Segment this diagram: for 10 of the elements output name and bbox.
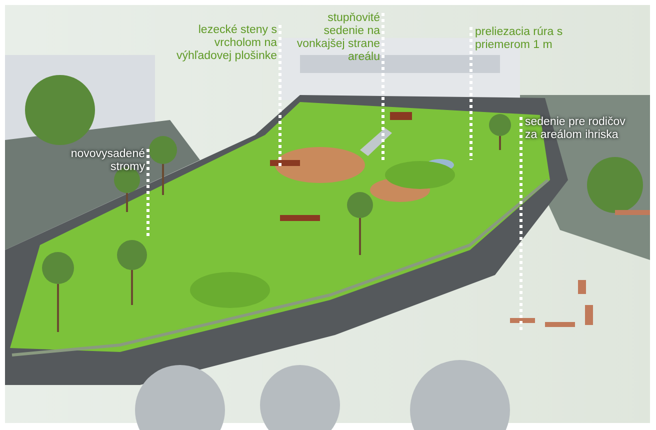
callout-label: preliezacia rúra s priemerom 1 m [475, 26, 571, 52]
leader-line [382, 13, 384, 160]
callout-label: lezecké steny s vrcholom na výhľadovej plošinke [175, 24, 277, 63]
leader-line [520, 117, 522, 330]
callout-label: novovysadené stromy [50, 148, 145, 174]
callout-label: sedenie pre rodičov za areálom ihriska [525, 116, 633, 142]
leader-line [278, 25, 282, 168]
callout-label: stupňovité sedenie na vonkajšej strane areálu [290, 12, 380, 64]
leader-line [146, 149, 150, 238]
leader-line [470, 27, 472, 160]
